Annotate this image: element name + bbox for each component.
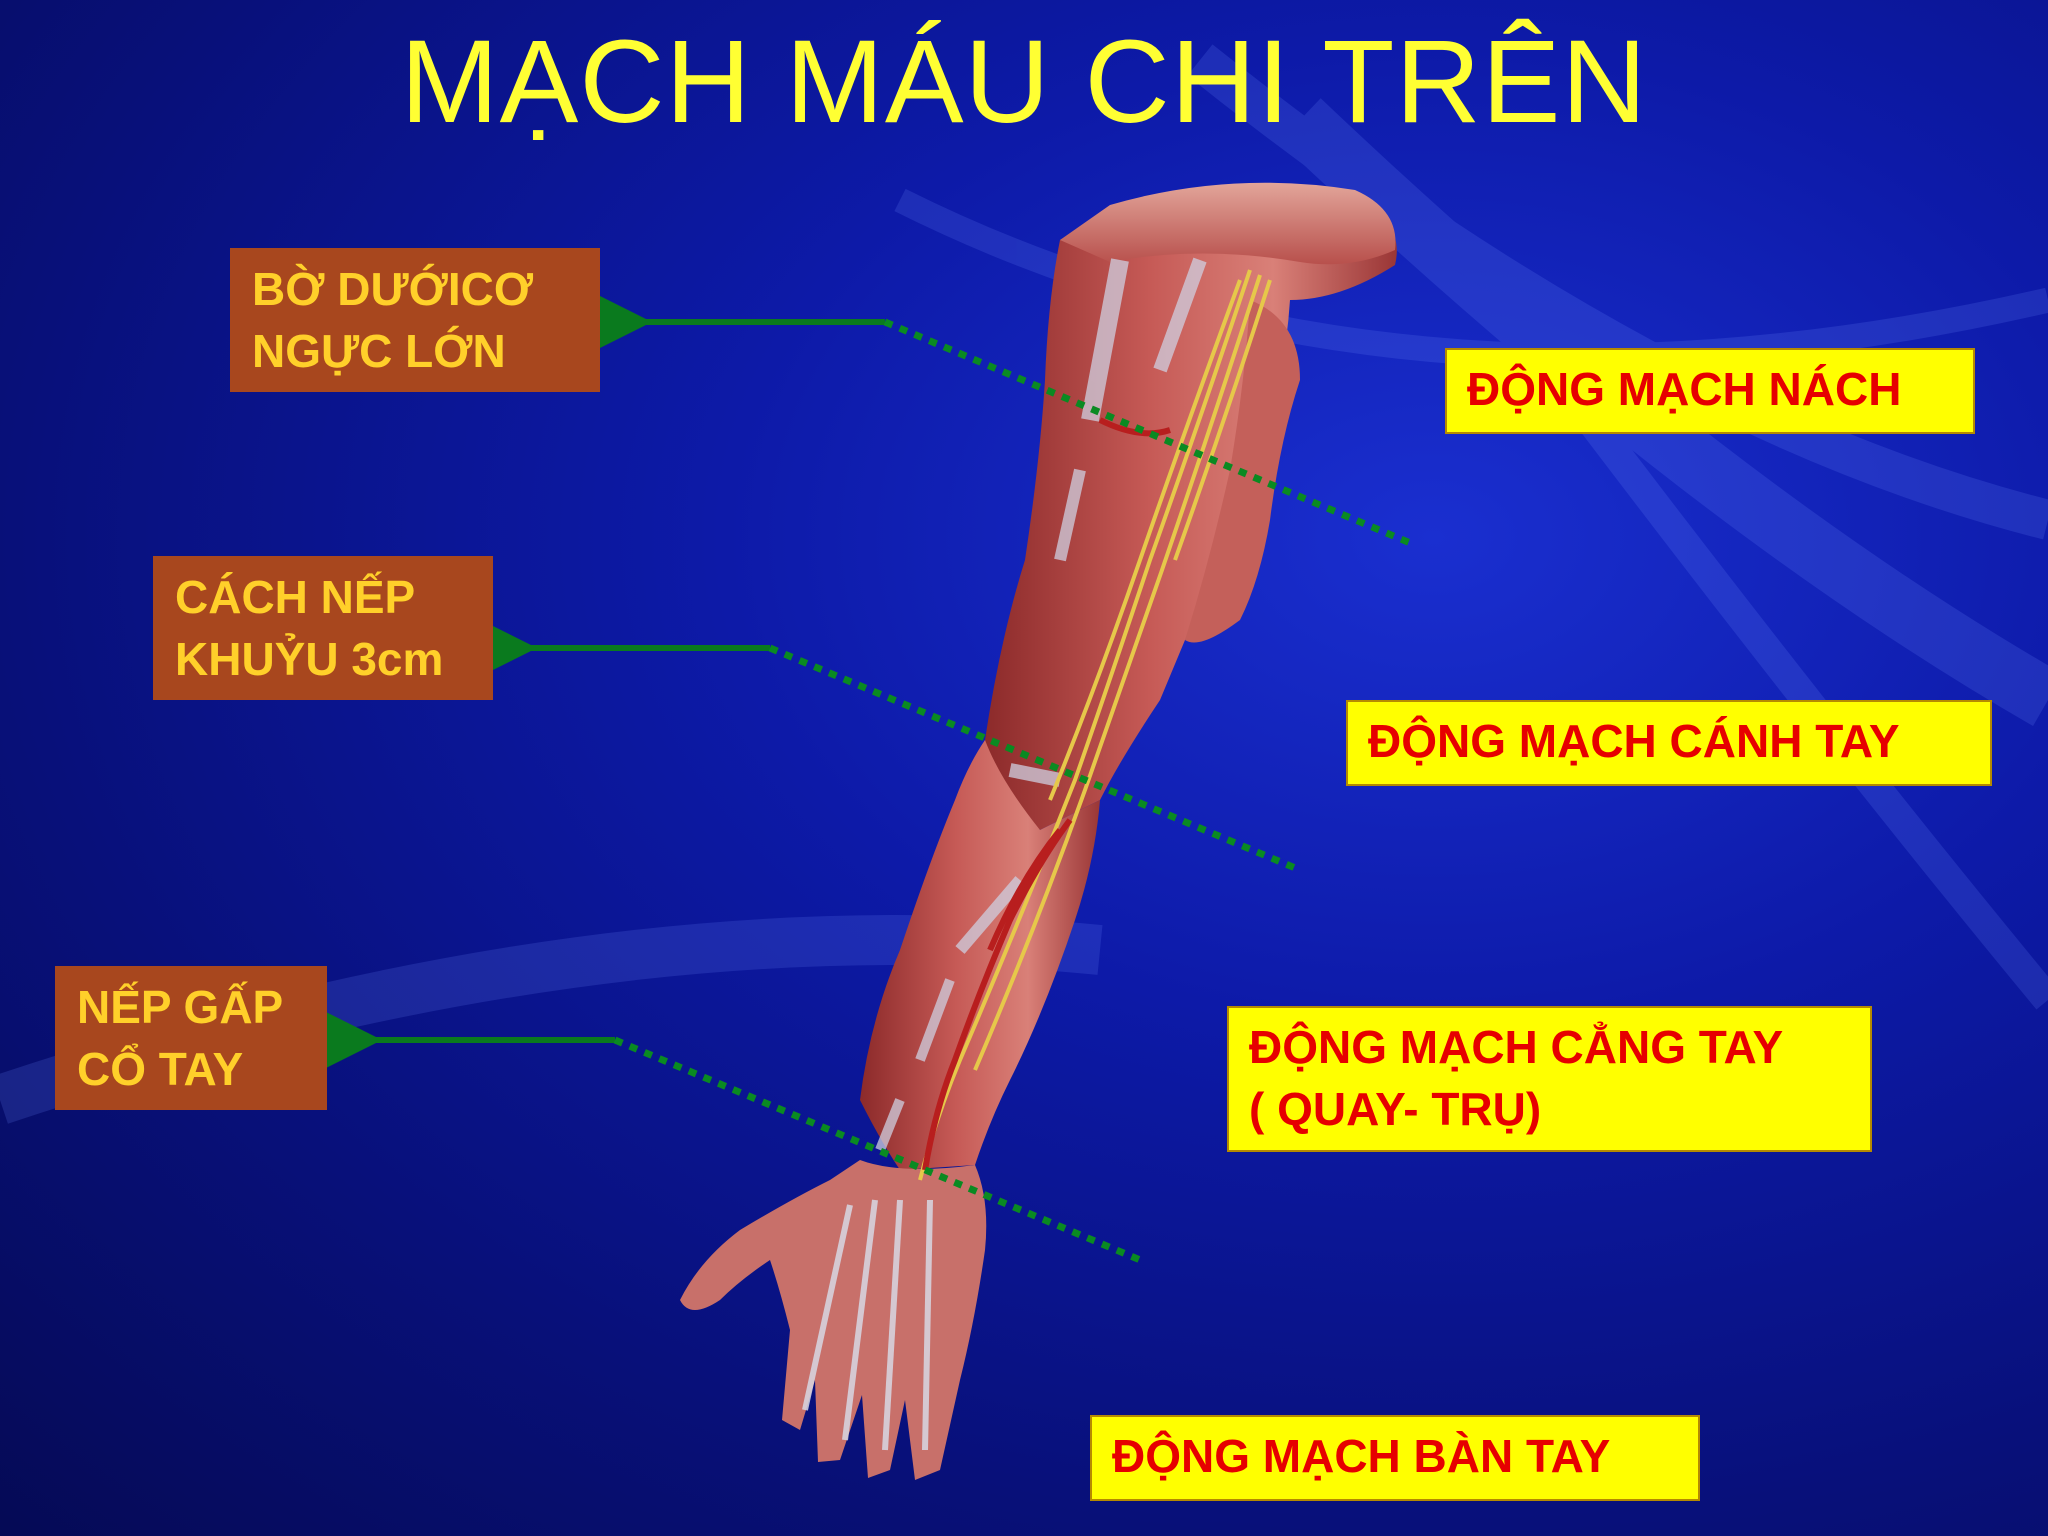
label-brachial-artery: ĐỘNG MẠCH CÁNH TAY: [1346, 700, 1992, 786]
label-line: CỔ TAY: [77, 1043, 244, 1095]
shoulder-cap: [1060, 182, 1396, 265]
label-line: ĐỘNG MẠCH BÀN TAY: [1112, 1430, 1611, 1482]
label-lower-border-pectoralis: BỜ DƯỚICƠ NGỰC LỚN: [230, 248, 600, 392]
arm-anatomy-icon: [680, 182, 1397, 1480]
slide-title: MẠCH MÁU CHI TRÊN: [400, 16, 1648, 148]
label-elbow-crease: CÁCH NẾP KHUỶU 3cm: [153, 556, 493, 700]
label-axillary-artery: ĐỘNG MẠCH NÁCH: [1445, 348, 1975, 434]
label-line: CÁCH NẾP: [175, 571, 416, 623]
label-line: ( QUAY- TRỤ): [1249, 1083, 1542, 1135]
label-forearm-arteries: ĐỘNG MẠCH CẲNG TAY ( QUAY- TRỤ): [1227, 1006, 1872, 1152]
arm-nerves: [918, 269, 1272, 1181]
left-pointer-arrows: [322, 292, 885, 1070]
arm-vessels: [922, 417, 1171, 1171]
label-line: NGỰC LỚN: [252, 325, 506, 377]
label-line: ĐỘNG MẠCH NÁCH: [1467, 363, 1902, 415]
forearm-muscle: [860, 740, 1100, 1170]
label-line: ĐỘNG MẠCH CÁNH TAY: [1368, 715, 1900, 767]
label-wrist-crease: NẾP GẤP CỔ TAY: [55, 966, 327, 1110]
hand-tendons: [802, 1199, 933, 1451]
label-hand-arteries: ĐỘNG MẠCH BÀN TAY: [1090, 1415, 1700, 1501]
hand: [680, 1160, 987, 1480]
label-line: KHUỶU 3cm: [175, 633, 444, 685]
arm-tendons: [875, 257, 1207, 1152]
label-line: NẾP GẤP: [77, 981, 284, 1033]
label-line: BỜ DƯỚICƠ: [252, 263, 534, 315]
label-line: ĐỘNG MẠCH CẲNG TAY: [1249, 1021, 1784, 1073]
